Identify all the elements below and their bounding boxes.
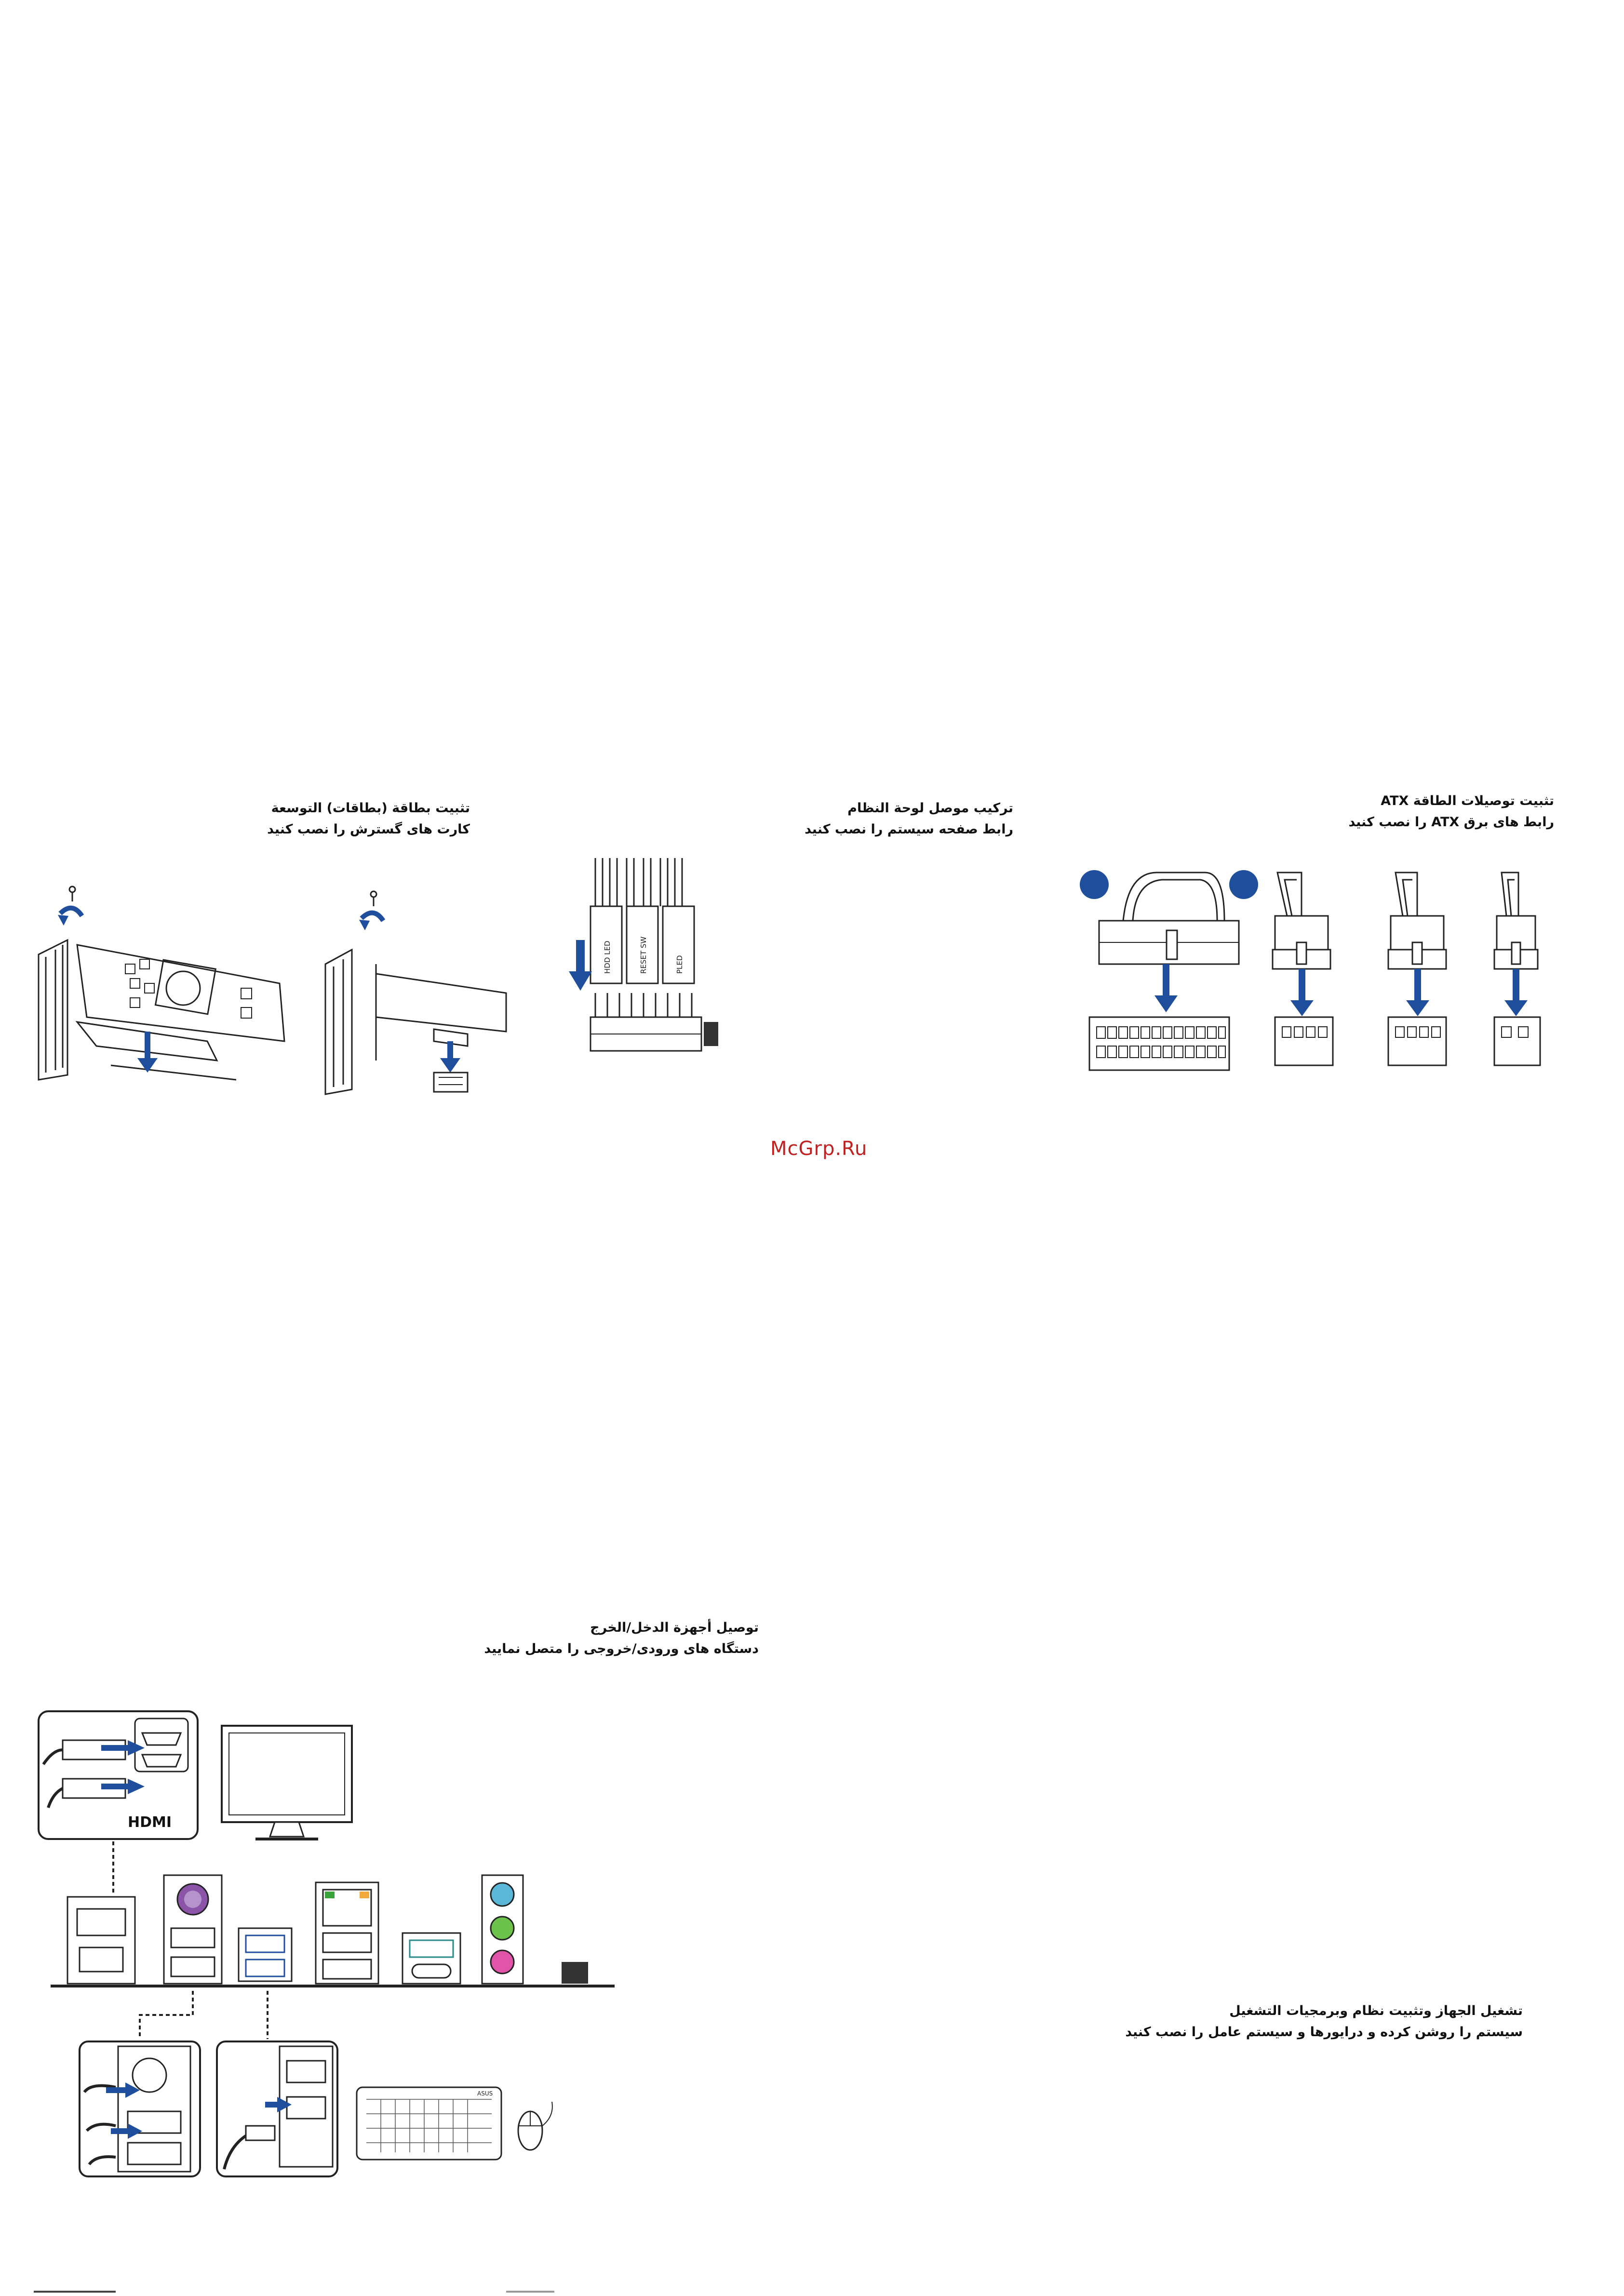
io-devices-heading: توصيل أجهزة الدخل/الخرج دستگاه های ورودی… xyxy=(484,1617,759,1660)
atx-8pin-illustration-2 xyxy=(1387,872,1447,1066)
atx-4pin-illustration xyxy=(1493,872,1541,1066)
step-marker-b xyxy=(1229,870,1258,899)
hdmi-logo: HDMI xyxy=(128,1814,172,1831)
system-panel-heading: تركيب موصل لوحة النظام رابط صفحه سیستم ر… xyxy=(805,798,1013,840)
expansion-card-title-fa: کارت های گسترش را نصب کنید xyxy=(267,822,470,837)
atx-8pin-illustration-1 xyxy=(1229,870,1334,1066)
system-panel-title-fa: رابط صفحه سیستم را نصب کنید xyxy=(805,822,1013,837)
expansion-card-heading: تثبيت بطاقة (بطاقات) التوسعة کارت های گس… xyxy=(267,798,470,840)
footer-rule-left xyxy=(34,2291,116,2293)
expansion-card-title-ar: تثبيت بطاقة (بطاقات) التوسعة xyxy=(271,801,470,816)
atx-power-title-ar: تثبيت توصيلات الطاقة ATX xyxy=(1381,793,1554,808)
expansion-card-illustration-large xyxy=(38,886,285,1081)
keyboard-brand: ASUS xyxy=(477,2090,493,2097)
step-marker-a xyxy=(1080,870,1109,899)
system-panel-title-ar: تركيب موصل لوحة النظام xyxy=(847,801,1013,816)
power-on-title-fa: سیستم را روشن کرده و درایورها و سیستم عا… xyxy=(1125,2025,1523,2040)
expansion-card-illustration-small xyxy=(324,890,507,1095)
io-panel-illustration: HDMI xyxy=(38,1710,615,2177)
pin-label-hdd-led: HDD LED xyxy=(603,940,612,974)
pin-label-pled: PLED xyxy=(675,955,684,974)
power-on-title-ar: تشغيل الجهاز وتثبيت نظام وبرمجيات التشغي… xyxy=(1229,2003,1523,2018)
io-devices-title-ar: توصيل أجهزة الدخل/الخرج xyxy=(590,1620,759,1635)
atx-24pin-illustration xyxy=(1080,870,1240,1071)
watermark: McGrp.Ru xyxy=(770,1138,868,1160)
footer-rule-right xyxy=(506,2291,554,2293)
pin-label-reset-sw: RESET SW xyxy=(639,937,648,974)
atx-power-heading: تثبيت توصيلات الطاقة ATX رابط های برق AT… xyxy=(1349,791,1554,833)
system-panel-connector-illustration: HDD LED RESET SW PLED xyxy=(569,858,718,1052)
io-devices-title-fa: دستگاه های ورودی/خروجی را متصل نمایید xyxy=(484,1641,759,1656)
power-on-heading: تشغيل الجهاز وتثبيت نظام وبرمجيات التشغي… xyxy=(1125,2001,1523,2043)
atx-power-title-fa: رابط های برق ATX را نصب کنید xyxy=(1348,815,1554,830)
